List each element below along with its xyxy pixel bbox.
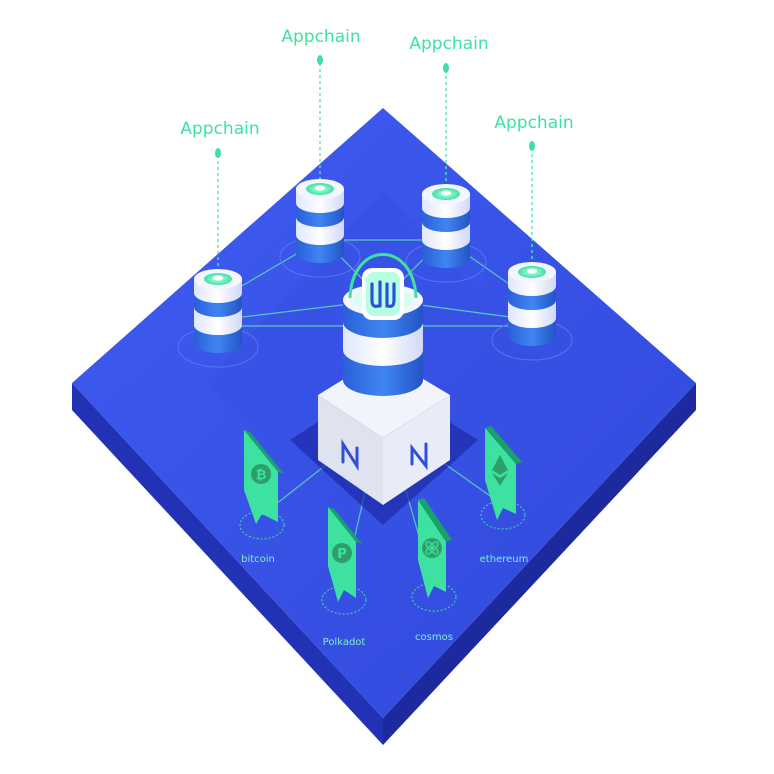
bitcoin-icon: ₿ (251, 464, 271, 484)
stem-dot-3 (443, 63, 449, 73)
hub-arch (348, 253, 418, 299)
appchain-node-3 (405, 184, 487, 283)
bitcoin-label: bitcoin (241, 554, 275, 565)
ethereum-icon (492, 455, 508, 486)
cosmos-card-side (418, 498, 452, 542)
cosmos-label: cosmos (415, 632, 453, 643)
polkadot-icon: P (332, 543, 352, 563)
ethereum-card-side (485, 426, 522, 464)
svg-text:₿: ₿ (256, 468, 267, 483)
ethereum-label: ethereum (480, 554, 529, 565)
hub-block-right (383, 395, 450, 505)
polkadot-card-side (328, 507, 362, 544)
svg-text:P: P (337, 547, 347, 562)
bridge-ethereum: ethereum (480, 426, 529, 565)
stem-dots (215, 55, 535, 158)
stem-dot-1 (215, 148, 221, 158)
stem-dot-4 (529, 141, 535, 151)
appchain-label-4: Appchain (494, 113, 573, 133)
appchain-label-2: Appchain (281, 27, 360, 47)
appchain-stems (217, 63, 533, 270)
platform-side-left (72, 383, 383, 745)
appchain-node-2 (279, 179, 361, 278)
stem-dot-2 (317, 55, 323, 65)
platform-side-right (383, 383, 696, 745)
bridge-cosmos: cosmos (411, 498, 457, 643)
near-logo-icon-right (410, 442, 428, 471)
appchain-node-4 (491, 262, 573, 361)
appchain-label-3: Appchain (409, 34, 488, 54)
octopus-logo-icon (370, 280, 396, 308)
central-hub (290, 253, 478, 525)
cosmos-icon (422, 538, 442, 558)
bridge-polkadot: P Polkadot (321, 507, 367, 648)
bridge-bitcoin: ₿ bitcoin (239, 430, 285, 565)
near-logo-icon-left (341, 438, 359, 472)
polkadot-label: Polkadot (323, 637, 366, 648)
bitcoin-card-side (244, 430, 284, 474)
appchain-node-1 (177, 269, 259, 368)
hub-block-left (318, 395, 383, 505)
appchain-labels: Appchain Appchain Appchain Appchain (180, 27, 573, 139)
appchain-label-1: Appchain (180, 119, 259, 139)
